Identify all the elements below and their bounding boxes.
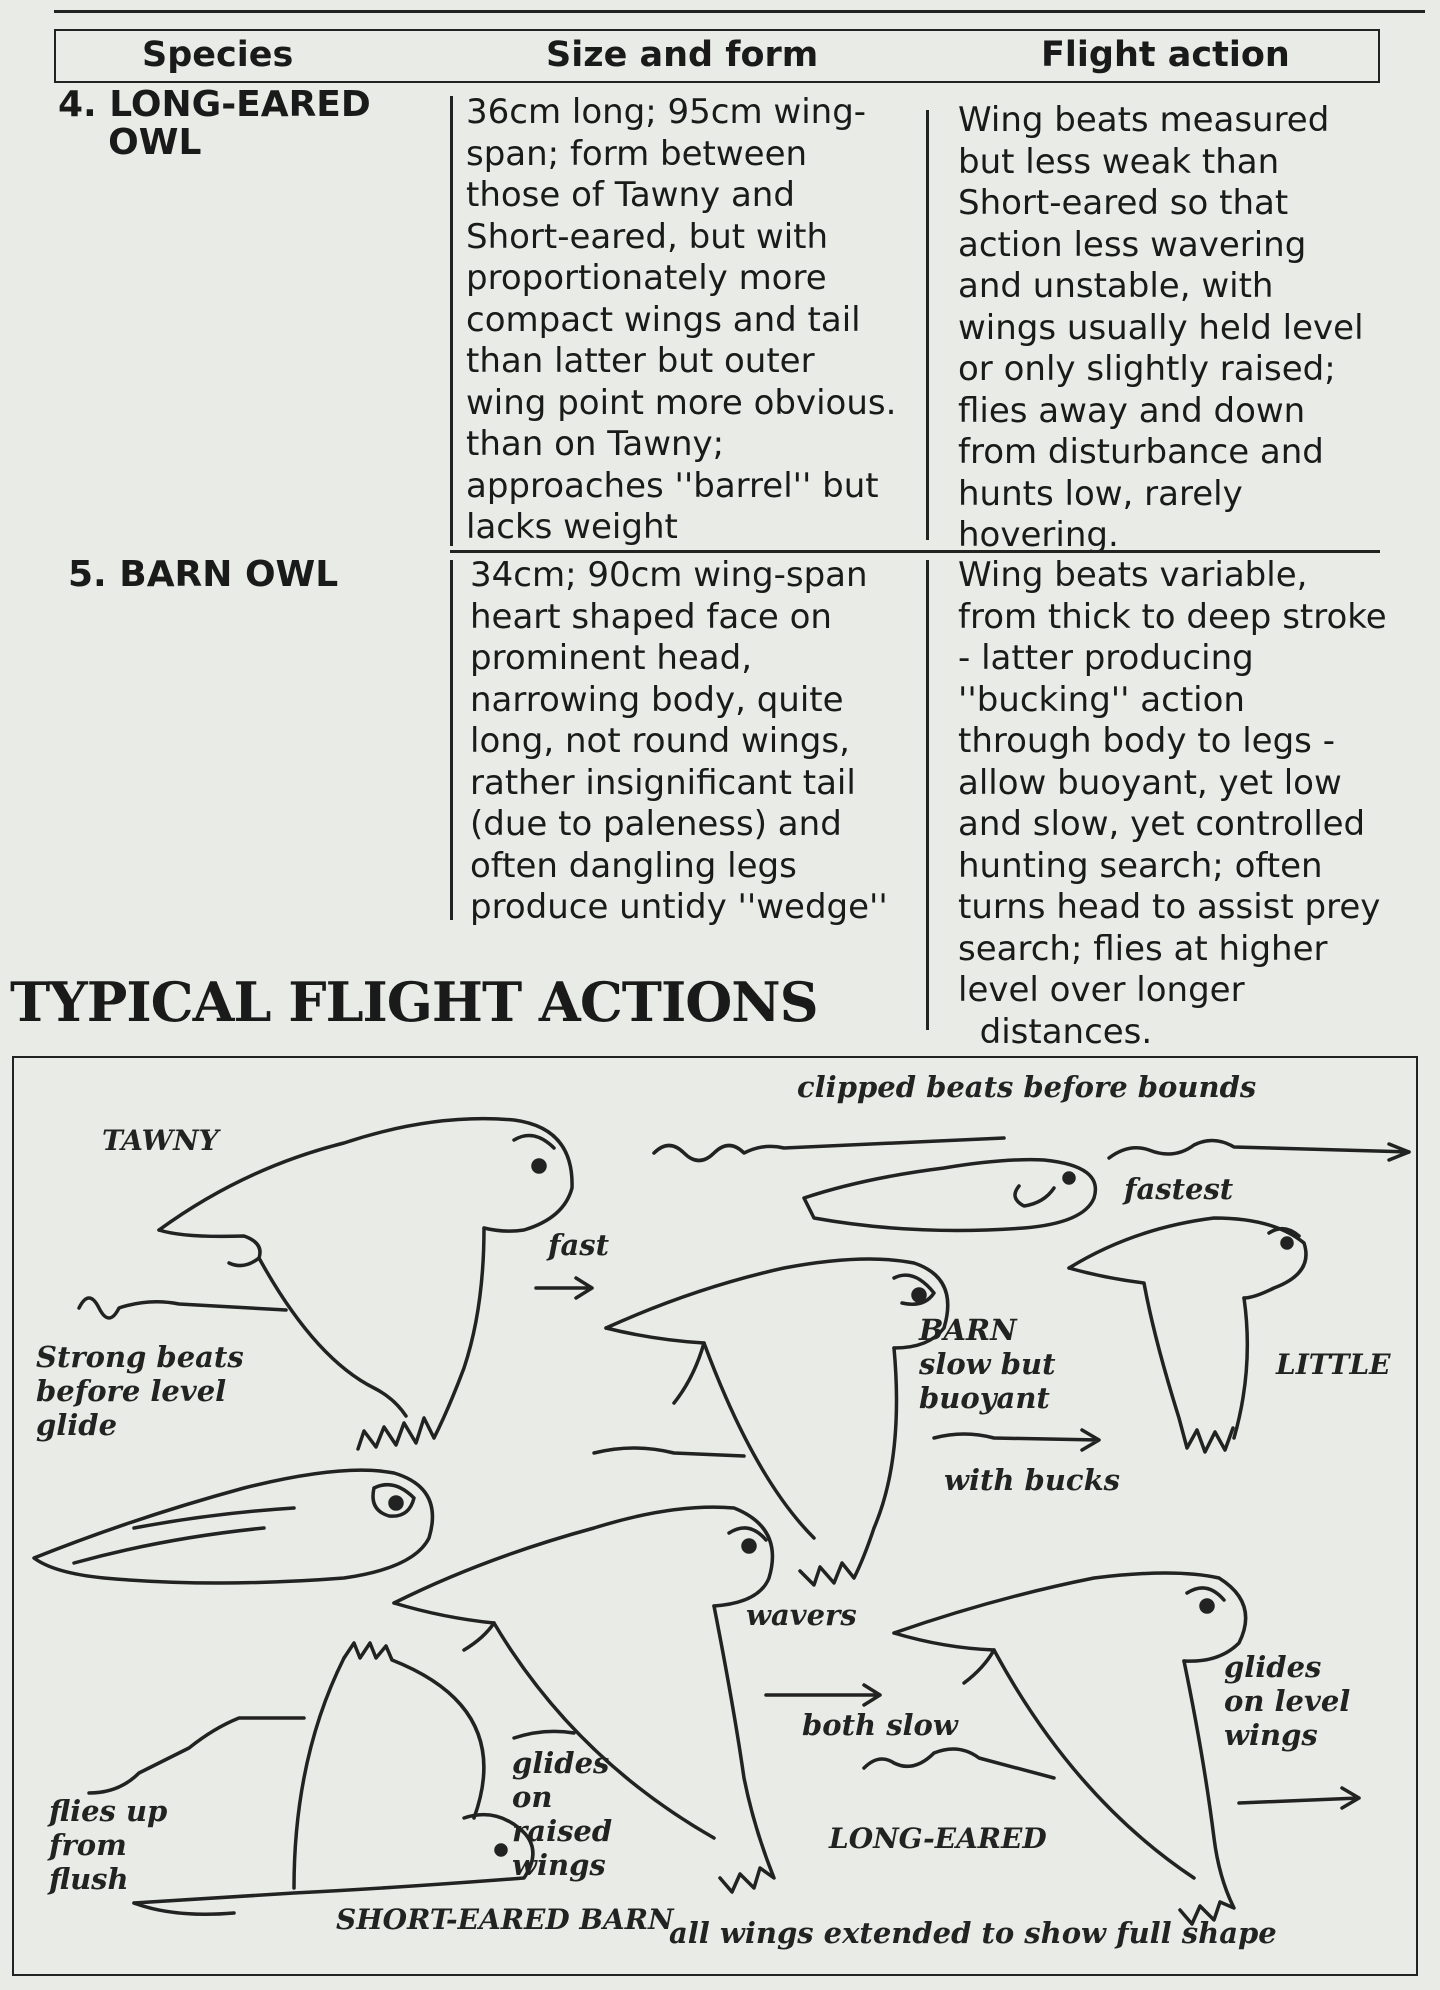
owl-wavers: [392, 1505, 776, 1894]
row-divider: [450, 550, 1380, 553]
header-species: Species: [142, 35, 294, 75]
wave-glides-raised: [512, 1729, 576, 1740]
label-glides-raised-wings: glides on raised wings: [512, 1746, 613, 1882]
size-long-eared-owl: 36cm long; 95cm wing- span; form between…: [466, 92, 897, 547]
label-clipped-beats: clipped beats before bounds: [797, 1070, 1257, 1104]
label-glides-level-wings: glides on level wings: [1224, 1650, 1351, 1752]
header-flight-action: Flight action: [1041, 35, 1290, 75]
flight-long-eared-owl: Wing beats measured but less weak than S…: [958, 100, 1364, 555]
column-divider-1b: [450, 560, 453, 920]
owl-little: [1067, 1216, 1308, 1454]
owl-tawny: [157, 1116, 574, 1451]
owl-flies-up: [132, 1641, 535, 1916]
wave-flies-up: [87, 1716, 306, 1795]
owl-barn-center: [604, 1257, 950, 1587]
label-all-wings: all wings extended to show full shape: [669, 1916, 1277, 1950]
header-size-and-form: Size and form: [546, 35, 819, 75]
species-long-eared-owl: 4. LONG-EARED OWL: [58, 84, 371, 163]
label-strong-beats: Strong beats before level glide: [36, 1340, 244, 1442]
section-title: TYPICAL FLIGHT ACTIONS: [10, 970, 819, 1034]
wave-barn: [592, 1446, 746, 1458]
wave-strong: [77, 1296, 288, 1320]
owl-short-eared-glide: [32, 1468, 435, 1585]
top-rule: [54, 10, 1425, 13]
label-flies-up: flies up from flush: [49, 1794, 168, 1896]
owl-sketches: [32, 1116, 1411, 1926]
label-short-eared-barn: SHORT-EARED BARN: [336, 1903, 674, 1936]
label-fast: fast: [548, 1228, 609, 1262]
wave-long-eared: [862, 1747, 1056, 1780]
label-fastest: fastest: [1124, 1172, 1234, 1206]
label-with-bucks: with bucks: [944, 1463, 1120, 1497]
label-tawny: TAWNY: [102, 1124, 219, 1157]
wave-fastest: [1107, 1138, 1411, 1160]
wave-clipped: [652, 1136, 1006, 1163]
label-long-eared: LONG-EARED: [829, 1822, 1047, 1855]
table-header: Species Size and form Flight action: [54, 29, 1380, 83]
label-wavers: wavers: [746, 1598, 857, 1632]
arrow-fast: [534, 1276, 594, 1300]
arrow-fastest: [1387, 1142, 1411, 1162]
arrow-glides-level: [1237, 1786, 1361, 1810]
owl-long-eared: [892, 1571, 1248, 1926]
arrow-bucks: [932, 1428, 1101, 1452]
owl-fastest-glide: [802, 1157, 1098, 1233]
flight-actions-illustration: clipped beats before bounds TAWNY fastes…: [12, 1056, 1418, 1976]
label-both-slow: both slow: [802, 1708, 958, 1742]
size-barn-owl: 34cm; 90cm wing-span heart shaped face o…: [470, 555, 888, 927]
column-divider-2b: [926, 560, 929, 1030]
column-divider-2: [926, 110, 929, 540]
column-divider-1: [450, 96, 453, 546]
arrow-both-slow: [764, 1683, 882, 1707]
flight-barn-owl: Wing beats variable, from thick to deep …: [958, 555, 1387, 1052]
label-little: LITTLE: [1276, 1348, 1391, 1381]
species-barn-owl: 5. BARN OWL: [68, 554, 339, 595]
label-barn-slow-buoyant: BARN slow but buoyant: [919, 1313, 1056, 1415]
